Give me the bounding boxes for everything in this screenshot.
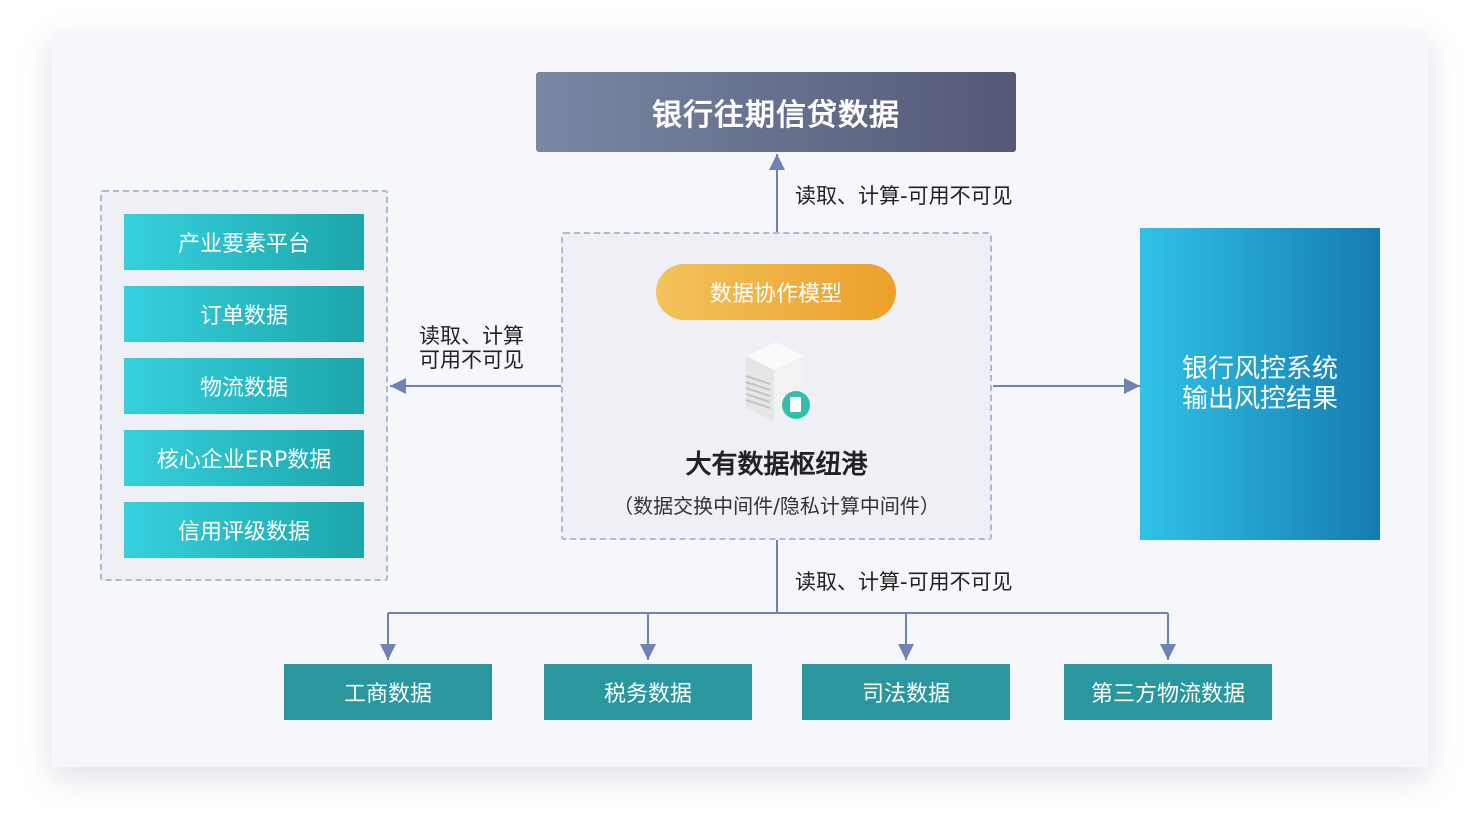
bank-risk-system-box: 银行风控系统 输出风控结果: [1140, 228, 1380, 540]
left-item: 物流数据: [124, 358, 364, 414]
hub-title: 大有数据枢纽港: [685, 450, 868, 480]
bottom-item: 第三方物流数据: [1064, 664, 1272, 720]
right-box-line1: 银行风控系统: [1181, 354, 1338, 384]
bottom-item: 工商数据: [284, 664, 492, 720]
left-item: 订单数据: [124, 286, 364, 342]
left-item: 信用评级数据: [124, 502, 364, 558]
bottom-item: 司法数据: [802, 664, 1010, 720]
left-label-line1: 读取、计算: [419, 324, 524, 348]
data-collab-model-pill: 数据协作模型: [656, 264, 896, 320]
bottom-item: 税务数据: [544, 664, 752, 720]
top-arrow-label: 读取、计算-可用不可见: [795, 184, 1013, 208]
left-arrow-label: 读取、计算 可用不可见: [419, 324, 524, 372]
hub-subtitle: （数据交换中间件/隐私计算中间件）: [613, 494, 940, 518]
bank-credit-data-box: 银行往期信贷数据: [536, 72, 1016, 152]
bottom-arrow-label: 读取、计算-可用不可见: [795, 570, 1013, 594]
right-box-line2: 输出风控结果: [1181, 384, 1338, 414]
left-item: 产业要素平台: [124, 214, 364, 270]
server-icon: [745, 342, 810, 422]
left-label-line2: 可用不可见: [419, 348, 524, 372]
left-item: 核心企业ERP数据: [124, 430, 364, 486]
